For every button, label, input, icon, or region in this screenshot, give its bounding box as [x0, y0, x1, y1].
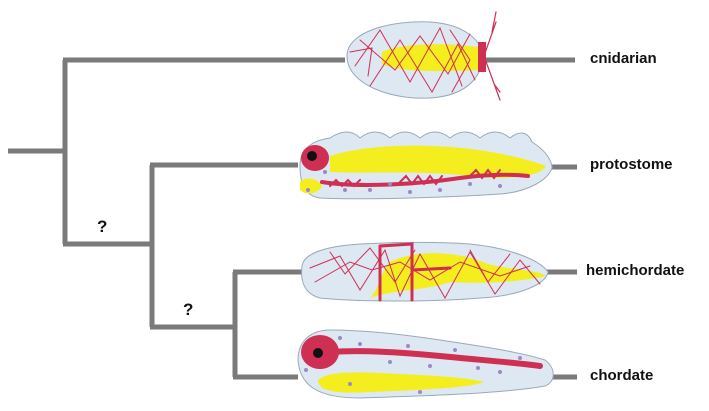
tree-branches	[8, 60, 577, 377]
cnidarian-larva-illustration	[347, 12, 500, 100]
chordate-larva-illustration	[298, 330, 553, 398]
uncertain-node-marker: ?	[183, 300, 193, 320]
label-protostome: protostome	[590, 156, 673, 173]
label-cnidarian: cnidarian	[590, 50, 657, 67]
hemichordate-larva-illustration	[302, 243, 548, 302]
protostome-larva-illustration	[300, 132, 552, 199]
label-hemichordate: hemichordate	[586, 262, 684, 279]
label-chordate: chordate	[590, 367, 653, 384]
uncertain-node-marker: ?	[97, 217, 107, 237]
